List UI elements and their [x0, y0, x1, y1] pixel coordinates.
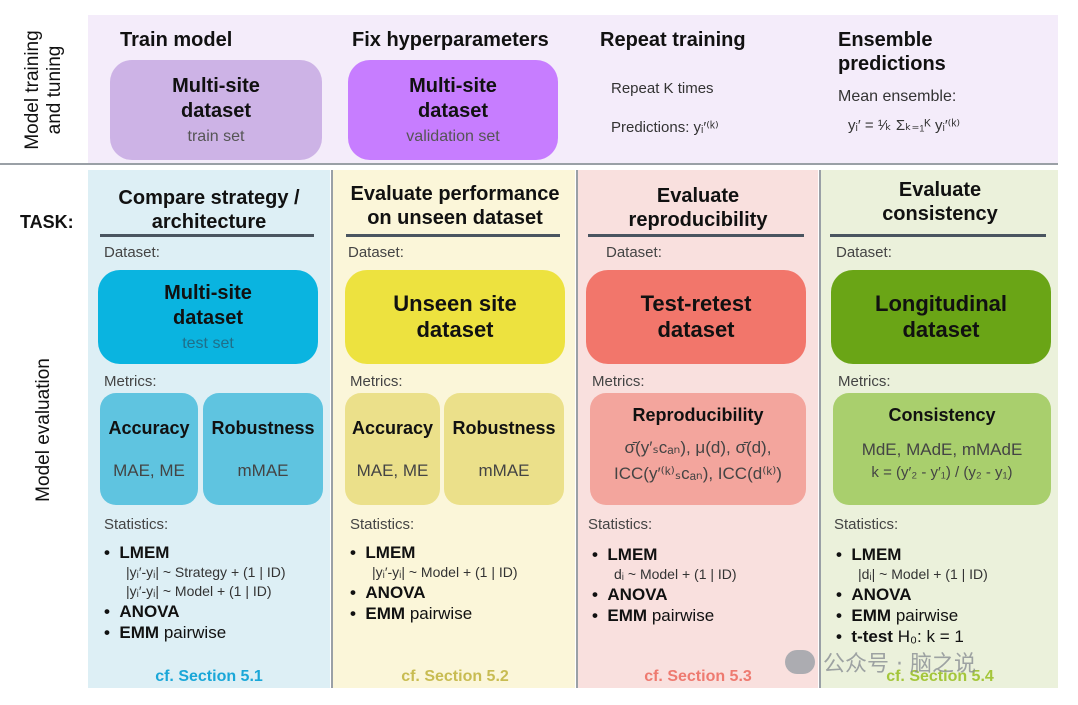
task-2-rule: [346, 234, 560, 237]
side-label-evaluation: Model evaluation: [33, 358, 54, 502]
task-2-section: cf. Section 5.2: [401, 668, 509, 685]
task-3-metrics-label: Metrics:: [592, 373, 645, 390]
task-1-stats: • LMEM |yᵢ′-yᵢ| ~ Strategy + (1 | ID) |y…: [104, 543, 286, 642]
task-4-dataset-label: Dataset:: [836, 244, 892, 261]
task-1-section: cf. Section 5.1: [155, 668, 263, 685]
task-3-stats-label: Statistics:: [588, 516, 653, 533]
step-fix-hyper-title: Fix hyperparameters: [352, 29, 549, 51]
task-3-dataset-label: Dataset:: [606, 244, 662, 261]
col-divider-1: [331, 170, 333, 688]
task-4-rule: [830, 234, 1046, 237]
wechat-icon: [785, 650, 815, 674]
task-4-stats: • LMEM |dᵢ| ~ Model + (1 | ID) • ANOVA •…: [836, 545, 988, 646]
mean-ensemble-label: Mean ensemble:: [838, 88, 957, 105]
task-2-dataset-label: Dataset:: [348, 244, 404, 261]
repeat-k-times: Repeat K times: [611, 80, 714, 97]
task-1-rule: [100, 234, 314, 237]
task-label: TASK:: [20, 212, 74, 232]
band-divider: [0, 163, 1058, 165]
task-1-dataset-label: Dataset:: [104, 244, 160, 261]
task-4-section: cf. Section 5.4: [886, 668, 994, 685]
task-4-consistency-box: Consistency MdE, MAdE, mMAdE k = (y′₂ - …: [833, 393, 1051, 505]
validation-set-box: Multi-site dataset validation set: [348, 60, 558, 160]
task-1-title: Compare strategy /architecture: [118, 187, 300, 233]
step-repeat-title: Repeat training: [600, 29, 746, 51]
task-4-stats-label: Statistics:: [834, 516, 899, 533]
task-1-robustness-box: Robustness mMAE: [203, 393, 323, 505]
task-4-dataset-box: Longitudinal dataset: [831, 270, 1051, 364]
col-divider-2: [576, 170, 578, 688]
task-1-stats-label: Statistics:: [104, 516, 169, 533]
step-train-model-title: Train model: [120, 29, 233, 51]
task-3-stats: • LMEM dᵢ ~ Model + (1 | ID) • ANOVA • E…: [592, 545, 737, 625]
predictions-text: Predictions: yᵢ′⁽ᵏ⁾: [611, 119, 719, 136]
task-1-dataset-box: Multi-site dataset test set: [98, 270, 318, 364]
task-2-dataset-box: Unseen site dataset: [345, 270, 565, 364]
train-set-box: Multi-site dataset train set: [110, 60, 322, 160]
ensemble-formula: yᵢ′ = ¹⁄ₖ Σₖ₌₁ᴷ yᵢ′⁽ᵏ⁾: [848, 117, 961, 134]
task-1-accuracy-box: Accuracy MAE, ME: [100, 393, 198, 505]
task-2-accuracy-box: Accuracy MAE, ME: [345, 393, 440, 505]
task-3-reproducibility-box: Reproducibility σ̄(y′ₛcₐₙ), μ(d), σ̄(d),…: [590, 393, 806, 505]
task-3-dataset-box: Test-retest dataset: [586, 270, 806, 364]
task-4-metrics-label: Metrics:: [838, 373, 891, 390]
task-2-stats-label: Statistics:: [350, 516, 415, 533]
col-divider-3: [819, 170, 821, 688]
task-3-rule: [588, 234, 804, 237]
task-2-robustness-box: Robustness mMAE: [444, 393, 564, 505]
task-1-metrics-label: Metrics:: [104, 373, 157, 390]
task-2-stats: • LMEM |yᵢ′-yᵢ| ~ Model + (1 | ID) • ANO…: [350, 543, 518, 623]
watermark: 公众号 · 脑之说: [785, 646, 976, 678]
task-3-section: cf. Section 5.3: [644, 668, 752, 685]
task-2-metrics-label: Metrics:: [350, 373, 403, 390]
